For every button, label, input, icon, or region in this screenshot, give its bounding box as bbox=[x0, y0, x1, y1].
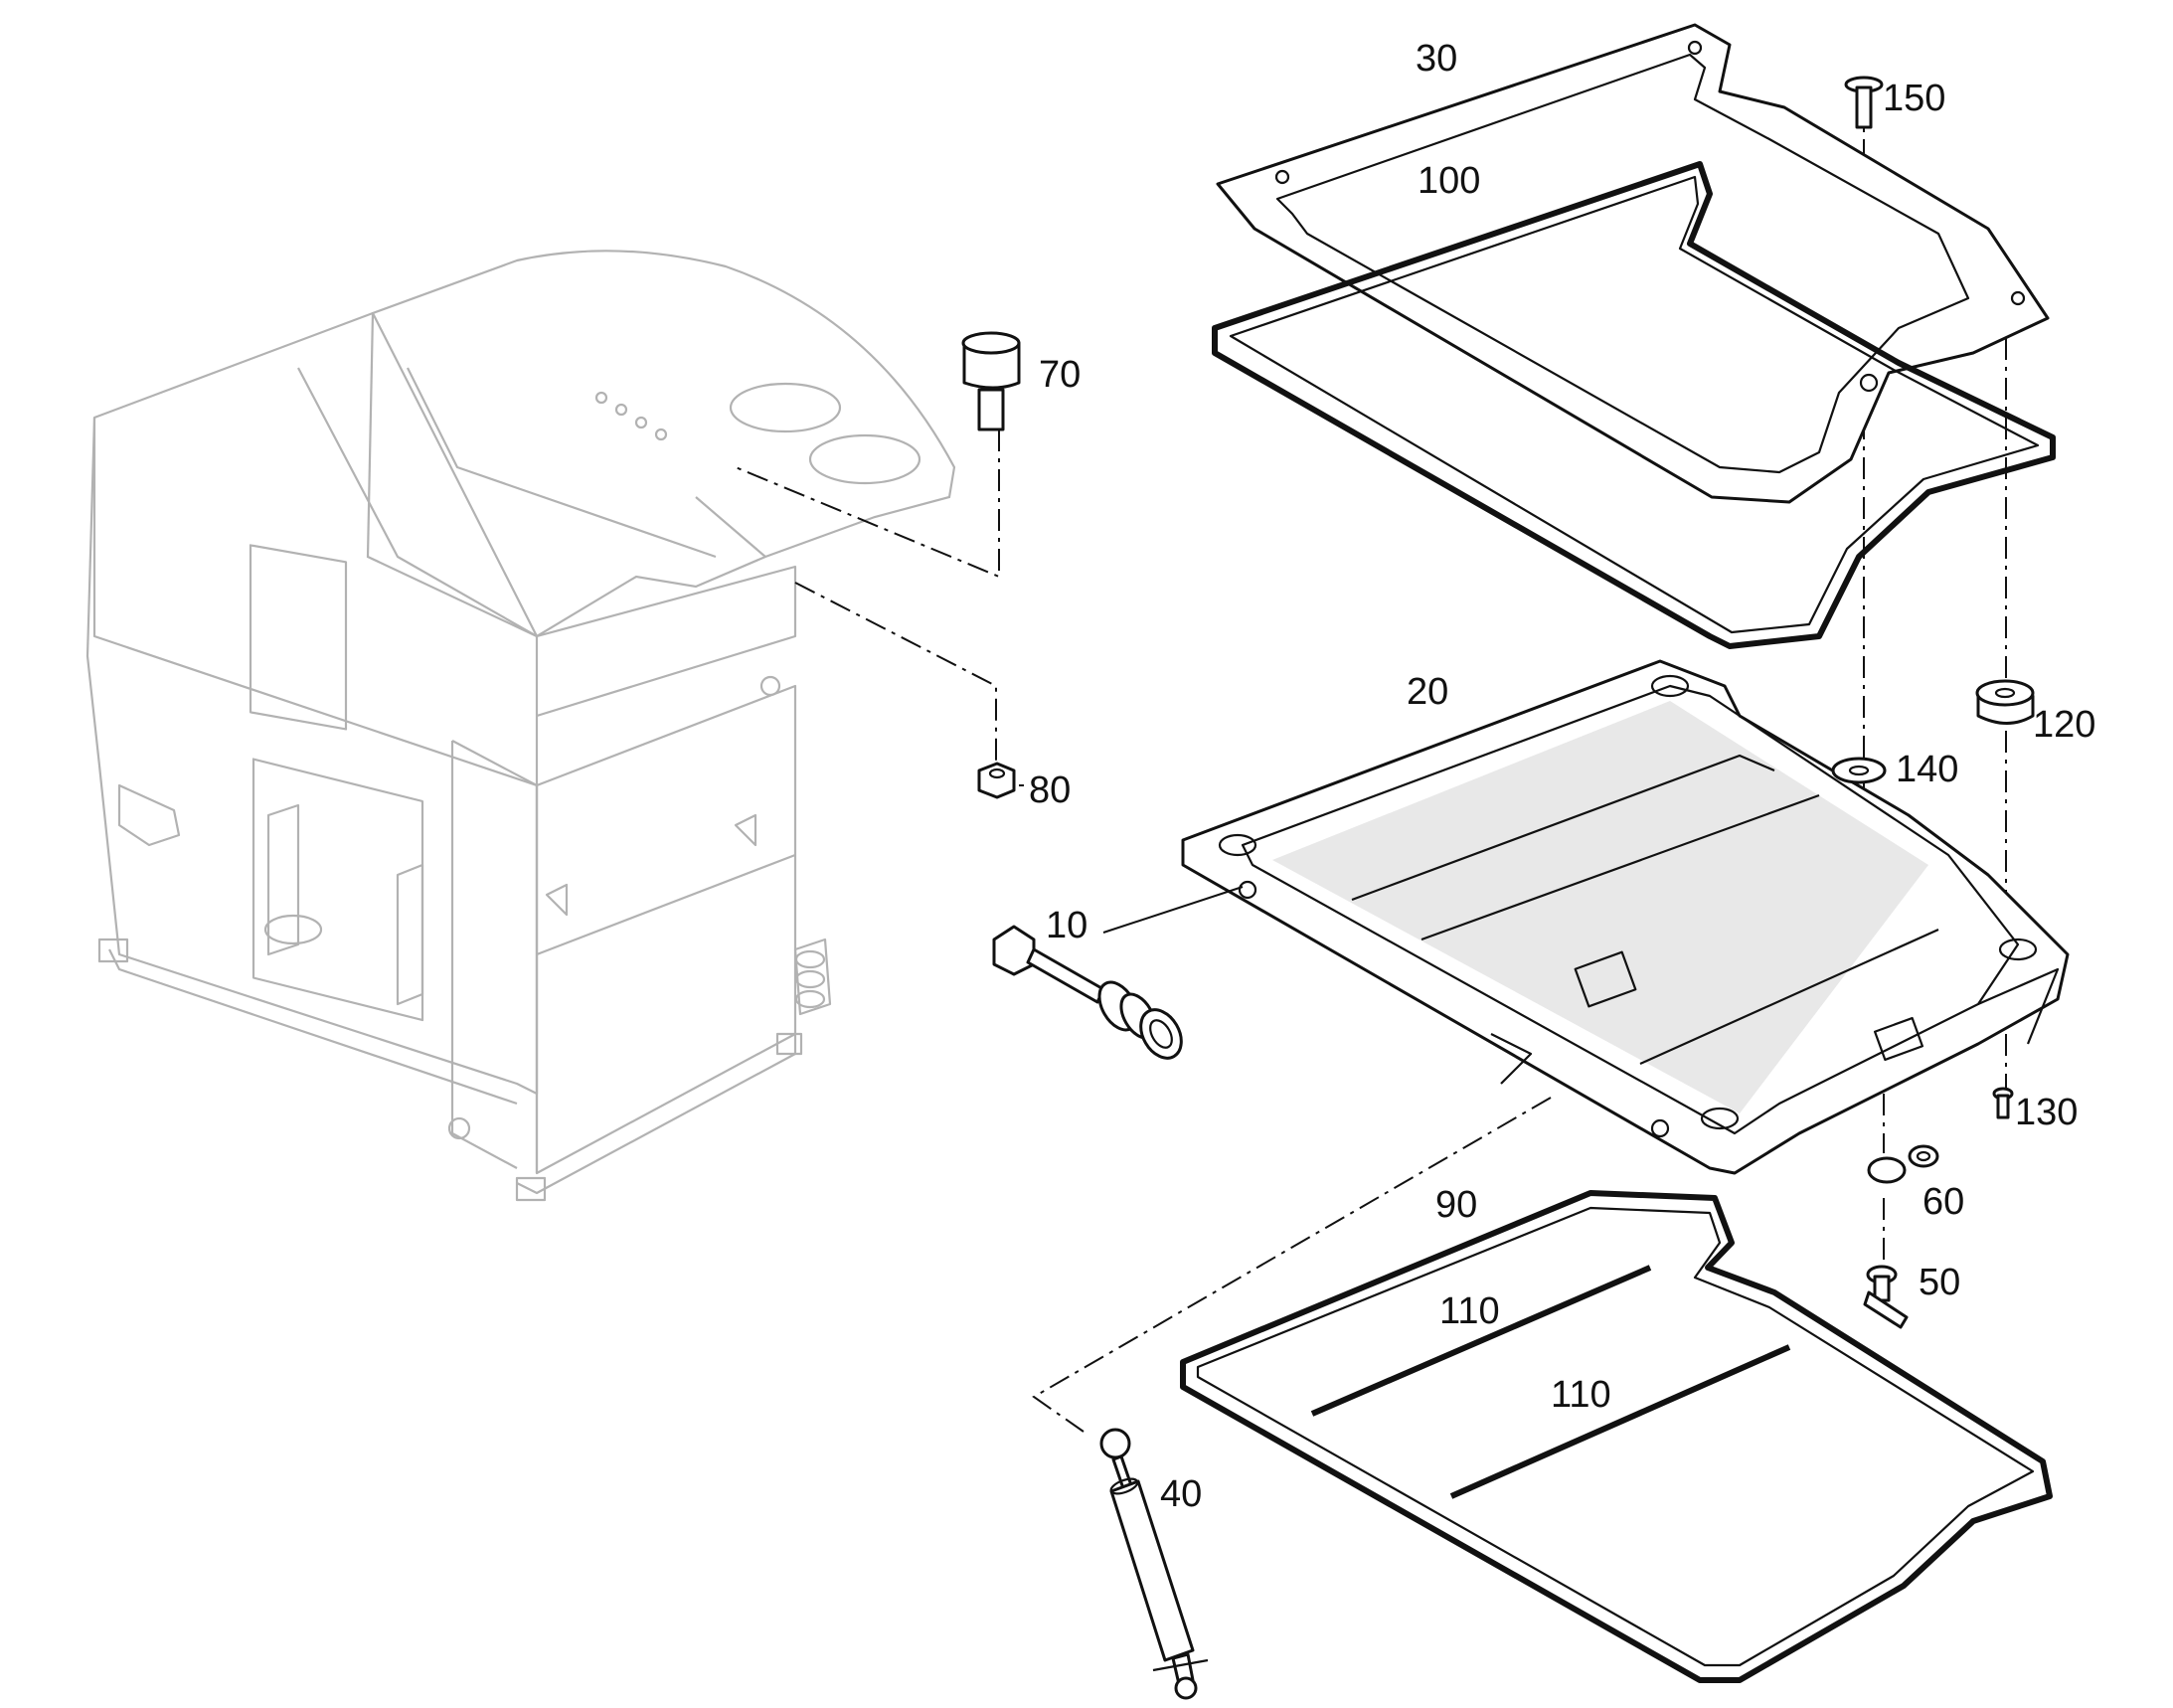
callout-150: 150 bbox=[1883, 78, 1946, 119]
callout-70: 70 bbox=[1039, 354, 1082, 396]
callout-60: 60 bbox=[1922, 1181, 1965, 1223]
callout-80: 80 bbox=[1029, 769, 1072, 811]
part-150-screw bbox=[1844, 76, 1884, 129]
callout-90: 90 bbox=[1435, 1184, 1478, 1226]
leader-lines bbox=[1019, 784, 1244, 934]
part-80-nut bbox=[977, 762, 1016, 799]
callout-20: 20 bbox=[1407, 671, 1449, 713]
part-90-mat bbox=[1180, 1190, 2053, 1683]
callout-120: 120 bbox=[2033, 704, 2096, 746]
part-60-rings bbox=[1867, 1144, 1939, 1184]
callout-100: 100 bbox=[1418, 160, 1481, 202]
part-140-washer bbox=[1831, 757, 1887, 784]
part-30-gasket-frame bbox=[1216, 23, 2050, 504]
callout-50: 50 bbox=[1919, 1262, 1961, 1303]
callout-10: 10 bbox=[1046, 905, 1088, 946]
part-10-bolt-assembly bbox=[992, 925, 1183, 1060]
part-40-gas-strut bbox=[1099, 1428, 1209, 1700]
part-130-bolt bbox=[1992, 1087, 2014, 1119]
part-120-grommet bbox=[1975, 679, 2035, 725]
callout-30: 30 bbox=[1416, 38, 1458, 80]
part-70-knob bbox=[961, 331, 1021, 431]
part-100-seal bbox=[1212, 161, 2056, 649]
callout-130: 130 bbox=[2015, 1092, 2079, 1133]
housing-frame bbox=[85, 250, 956, 1202]
callout-110-lower: 110 bbox=[1551, 1374, 1611, 1416]
callout-110-upper: 110 bbox=[1439, 1290, 1500, 1332]
part-50-latch bbox=[1863, 1265, 1909, 1329]
part-20-tray bbox=[1181, 659, 2070, 1175]
callout-140: 140 bbox=[1896, 749, 1959, 790]
callout-40: 40 bbox=[1160, 1473, 1203, 1515]
